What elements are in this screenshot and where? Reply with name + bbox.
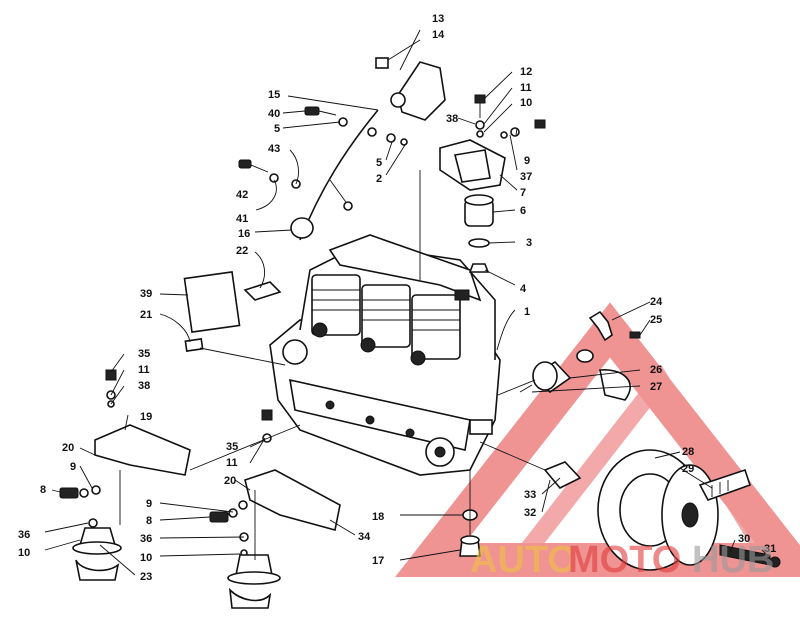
right-mount-stack xyxy=(419,94,546,280)
watermark-text: AUTO MOTO HUB xyxy=(470,539,774,581)
label-part-7: 7 xyxy=(520,187,526,199)
decal-group xyxy=(183,271,282,352)
label-part-31: 31 xyxy=(764,543,776,555)
label-part-11-center: 11 xyxy=(226,457,238,469)
label-part-25: 25 xyxy=(650,314,662,326)
label-part-32: 32 xyxy=(524,507,536,519)
label-part-3: 3 xyxy=(526,237,532,249)
label-part-20-left: 20 xyxy=(62,442,74,454)
label-part-24: 24 xyxy=(650,296,663,308)
label-part-2: 2 xyxy=(376,173,382,185)
label-part-37: 37 xyxy=(520,171,532,183)
label-part-33: 33 xyxy=(524,489,536,501)
label-part-43: 43 xyxy=(268,143,280,155)
label-part-38-left: 38 xyxy=(138,380,150,392)
label-part-17: 17 xyxy=(372,555,384,567)
label-part-16: 16 xyxy=(238,228,250,240)
label-part-20-center: 20 xyxy=(224,475,236,487)
label-part-9-center: 9 xyxy=(146,498,152,510)
label-part-8-left: 8 xyxy=(40,484,46,496)
label-part-29: 29 xyxy=(682,463,694,475)
label-part-39: 39 xyxy=(140,288,152,300)
label-part-38-right: 38 xyxy=(446,113,458,125)
label-part-13: 13 xyxy=(432,13,444,25)
label-part-19: 19 xyxy=(140,411,152,423)
label-part-28: 28 xyxy=(682,446,694,458)
label-part-10-left: 10 xyxy=(18,547,30,559)
label-part-11-left: 11 xyxy=(138,364,150,376)
watermark-text-auto: AUTO xyxy=(470,539,577,581)
upper-bracket xyxy=(375,57,446,121)
part-labels: 1 2 3 4 5 5 6 7 8 8 9 9 9 10 10 10 11 11… xyxy=(18,13,776,583)
label-part-4: 4 xyxy=(520,283,527,295)
label-part-41: 41 xyxy=(236,213,248,225)
engine-block xyxy=(269,234,501,476)
label-part-18: 18 xyxy=(372,511,384,523)
label-part-27: 27 xyxy=(650,381,662,393)
label-part-34: 34 xyxy=(358,531,371,543)
label-part-23: 23 xyxy=(140,571,152,583)
lower-mount xyxy=(459,470,481,557)
watermark-text-moto: MOTO xyxy=(568,539,681,581)
label-part-10-center: 10 xyxy=(140,552,152,564)
label-part-14: 14 xyxy=(432,29,445,41)
label-part-5-lower: 5 xyxy=(376,157,382,169)
center-mount-plate xyxy=(209,409,341,609)
watermark-text-hub: HUB xyxy=(692,539,774,581)
label-part-26: 26 xyxy=(650,364,662,376)
label-part-35-center: 35 xyxy=(226,441,238,453)
label-part-36-left: 36 xyxy=(18,529,30,541)
label-part-15: 15 xyxy=(268,89,280,101)
label-part-30: 30 xyxy=(738,533,750,545)
leader-lines xyxy=(44,29,771,576)
drive-clutch xyxy=(543,449,781,571)
left-mount-plate xyxy=(59,369,191,581)
label-part-9-right: 9 xyxy=(524,155,530,167)
label-part-1: 1 xyxy=(524,306,530,318)
label-part-21: 21 xyxy=(140,309,152,321)
label-part-10-right: 10 xyxy=(520,97,532,109)
fastener-group-left xyxy=(238,106,408,189)
support-rod xyxy=(290,109,379,241)
label-part-36-center: 36 xyxy=(140,533,152,545)
label-part-42: 42 xyxy=(236,189,248,201)
label-part-8-center: 8 xyxy=(146,515,152,527)
label-part-40: 40 xyxy=(268,108,280,120)
label-part-12: 12 xyxy=(520,66,532,78)
label-part-9-left: 9 xyxy=(70,461,76,473)
label-part-6: 6 xyxy=(520,205,526,217)
label-part-35-left: 35 xyxy=(138,348,150,360)
label-part-5-upper: 5 xyxy=(274,123,280,135)
label-part-11-right: 11 xyxy=(520,82,532,94)
label-part-22: 22 xyxy=(236,245,248,257)
